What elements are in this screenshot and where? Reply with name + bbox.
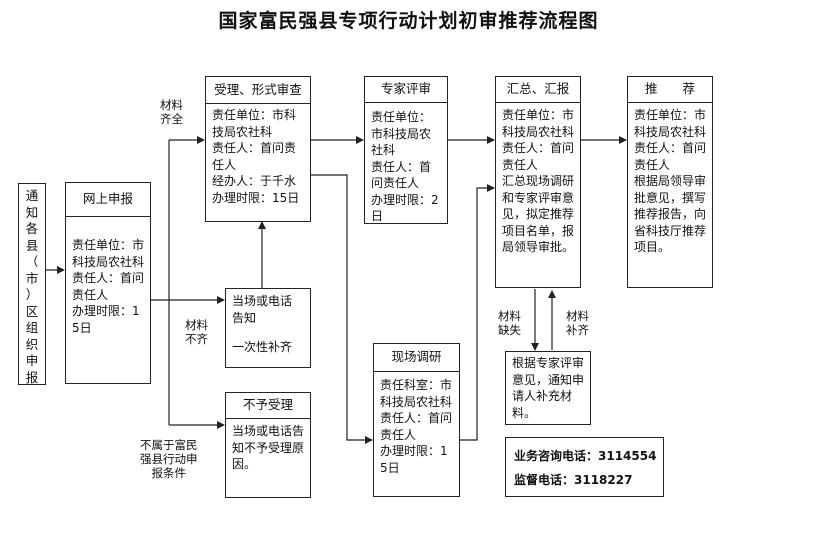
label-materials-supplemented: 材料 补齐: [566, 309, 589, 337]
accept-review-box: 受理、形式审查 责任单位：市科技局农社科 责任人：首问责任人 经办人：于千水 办…: [205, 76, 311, 222]
field-research-box: 现场调研 责任科室：市科技局农社科 责任人：首问责任人 办理时限：15日: [373, 343, 460, 497]
expert-review-body: 责任单位：市科技局农社科 责任人：首问责任人 办理时限：2日: [371, 110, 439, 223]
business-phone: 业务咨询电话：3114554: [514, 449, 657, 463]
notify-text: 通 知 各 县 （ 市 ） 区 组 织 申 报: [25, 188, 39, 385]
online-apply-box: 网上申报 责任单位：市科技局农社科 责任人：首问责任人 办理时限：15日: [65, 182, 151, 384]
label-materials-incomplete: 材料 不齐: [185, 318, 208, 346]
contacts-box: 业务咨询电话：3114554 监督电话：3118227: [505, 437, 664, 497]
field-research-body: 责任科室：市科技局农社科 责任人：首问责任人 办理时限：15日: [380, 378, 453, 475]
summary-report-body: 责任单位：市科技局农社科 责任人：首问责任人 汇总现场调研和专家评审意见，拟定推…: [502, 108, 575, 254]
notify-spot-body: 一次性补齐: [232, 340, 293, 354]
recommend-body: 责任单位：市科技局农社科 责任人：首问责任人 根据局领导审批意见，撰写推荐报告，…: [634, 108, 707, 254]
recommend-box: 推 荐 责任单位：市科技局农社科 责任人：首问责任人 根据局领导审批意见，撰写推…: [627, 76, 713, 288]
notify-spot-header: 当场或电话 告知: [232, 294, 293, 325]
recommend-header: 推 荐: [628, 77, 712, 103]
label-materials-complete: 材料 齐全: [160, 98, 183, 126]
accept-review-header: 受理、形式审查: [206, 77, 310, 104]
expert-review-header: 专家评审: [365, 77, 447, 103]
online-apply-header: 网上申报: [66, 183, 150, 217]
reject-header: 不予受理: [226, 393, 310, 419]
reject-box: 不予受理 当场或电话告知不予受理原因。: [225, 392, 311, 498]
notify-box: 通 知 各 县 （ 市 ） 区 组 织 申 报: [18, 183, 46, 385]
accept-review-body: 责任单位：市科技局农社科 责任人：首问责任人 经办人：于千水 办理时限：15日: [212, 108, 300, 205]
online-apply-body: 责任单位：市科技局农社科 责任人：首问责任人 办理时限：15日: [72, 238, 145, 335]
reject-body: 当场或电话告知不予受理原因。: [232, 424, 305, 471]
field-research-header: 现场调研: [374, 344, 459, 372]
notify-spot-box: 当场或电话 告知 一次性补齐: [225, 288, 311, 368]
supplement-body: 根据专家评审意见，通知申请人补充材料。: [512, 356, 585, 420]
expert-review-box: 专家评审 责任单位：市科技局农社科 责任人：首问责任人 办理时限：2日: [364, 76, 448, 224]
arrow-accept-to-field: [311, 174, 373, 444]
label-materials-missing: 材料 缺失: [498, 309, 521, 337]
arrow-field-to-summary: [460, 184, 495, 441]
summary-report-box: 汇总、汇报 责任单位：市科技局农社科 责任人：首问责任人 汇总现场调研和专家评审…: [495, 76, 581, 288]
label-not-qualified: 不属于富民 强县行动申 报条件: [140, 438, 198, 480]
supervision-phone: 监督电话：3118227: [514, 473, 633, 487]
summary-report-header: 汇总、汇报: [496, 77, 580, 103]
page-title: 国家富民强县专项行动计划初审推荐流程图: [218, 10, 599, 32]
supplement-box: 根据专家评审意见，通知申请人补充材料。: [505, 351, 591, 425]
